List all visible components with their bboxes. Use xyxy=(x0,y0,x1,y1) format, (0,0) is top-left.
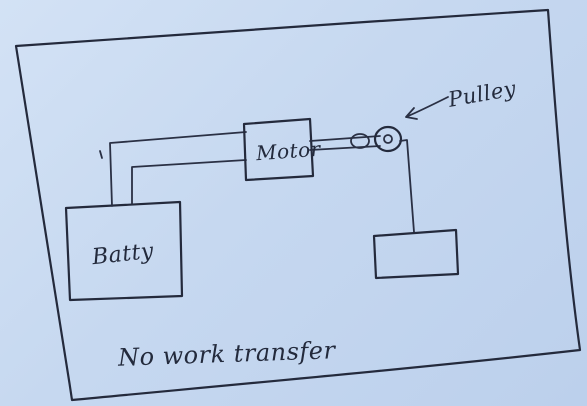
wire-inner xyxy=(132,160,246,204)
pulley-arrow xyxy=(406,97,448,119)
rope xyxy=(400,140,414,232)
pulley-icon xyxy=(351,127,401,151)
wire-outer xyxy=(110,132,246,206)
motor-label: Motor xyxy=(255,137,321,165)
hanging-weight xyxy=(374,230,458,278)
wire-tick xyxy=(100,151,102,158)
